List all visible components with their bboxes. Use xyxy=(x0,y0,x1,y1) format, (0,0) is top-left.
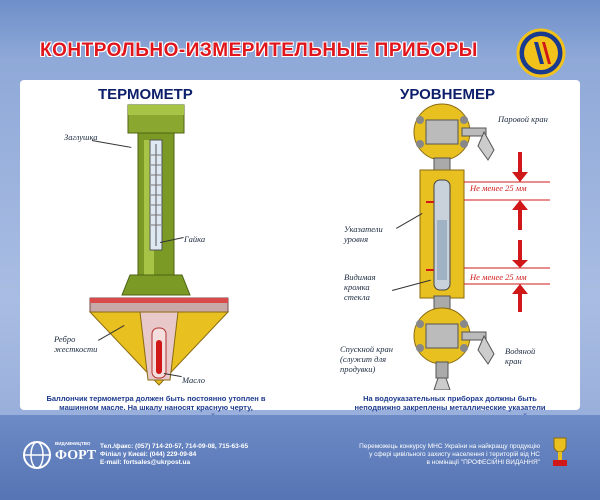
publisher-globe-icon xyxy=(23,441,51,469)
contact-line-2: Філіал у Києві: (044) 229-09-84 xyxy=(100,451,197,458)
award-line-1: Переможець конкурсу МНС України на найкр… xyxy=(359,443,540,450)
emergency-ministry-logo xyxy=(516,28,566,78)
drain-valve-label: Спускной кран (служит для продувки) xyxy=(340,344,393,374)
oil-label: Масло xyxy=(182,375,206,385)
level-gauge-heading: УРОВНЕМЕР xyxy=(400,86,495,103)
publisher-brand: ФОРТ xyxy=(55,448,97,463)
rib-label: Ребро жесткости xyxy=(54,334,98,354)
measure-top: Не менее 25 мм xyxy=(470,183,527,193)
footer xyxy=(0,415,600,500)
steam-valve-label: Паровой кран xyxy=(498,114,548,124)
measure-bottom: Не менее 25 мм xyxy=(470,272,527,282)
poster-title: КОНТРОЛЬНО-ИЗМЕРИТЕЛЬНЫЕ ПРИБОРЫ xyxy=(40,40,478,61)
thermometer-diagram xyxy=(88,104,230,386)
level-indicators-label: Указатели уровня xyxy=(344,224,383,244)
water-valve-label: Водяной кран xyxy=(505,346,536,366)
nut-label: Гайка xyxy=(184,234,206,244)
level-gauge-diagram xyxy=(413,103,550,390)
contact-line-1: Тел./факс: (057) 714-20-57, 714-09-08, 7… xyxy=(100,443,249,450)
award-line-2: у сфері цивільного захисту населення і т… xyxy=(369,451,540,458)
award-line-3: в номінації "ПРОФЕСІЙНІ ВИДАННЯ" xyxy=(426,459,540,466)
publisher-small: ВИДАВНИЦТВО xyxy=(55,441,91,446)
contact-line-3: E-mail: fortsales@ukrpost.ua xyxy=(100,459,191,466)
award-trophy-icon xyxy=(553,437,567,466)
bottom-edge-label: Видимая кромка стекла xyxy=(344,272,376,302)
plug-label: Заглушка xyxy=(64,132,98,142)
thermometer-heading: ТЕРМОМЕТР xyxy=(98,86,193,103)
